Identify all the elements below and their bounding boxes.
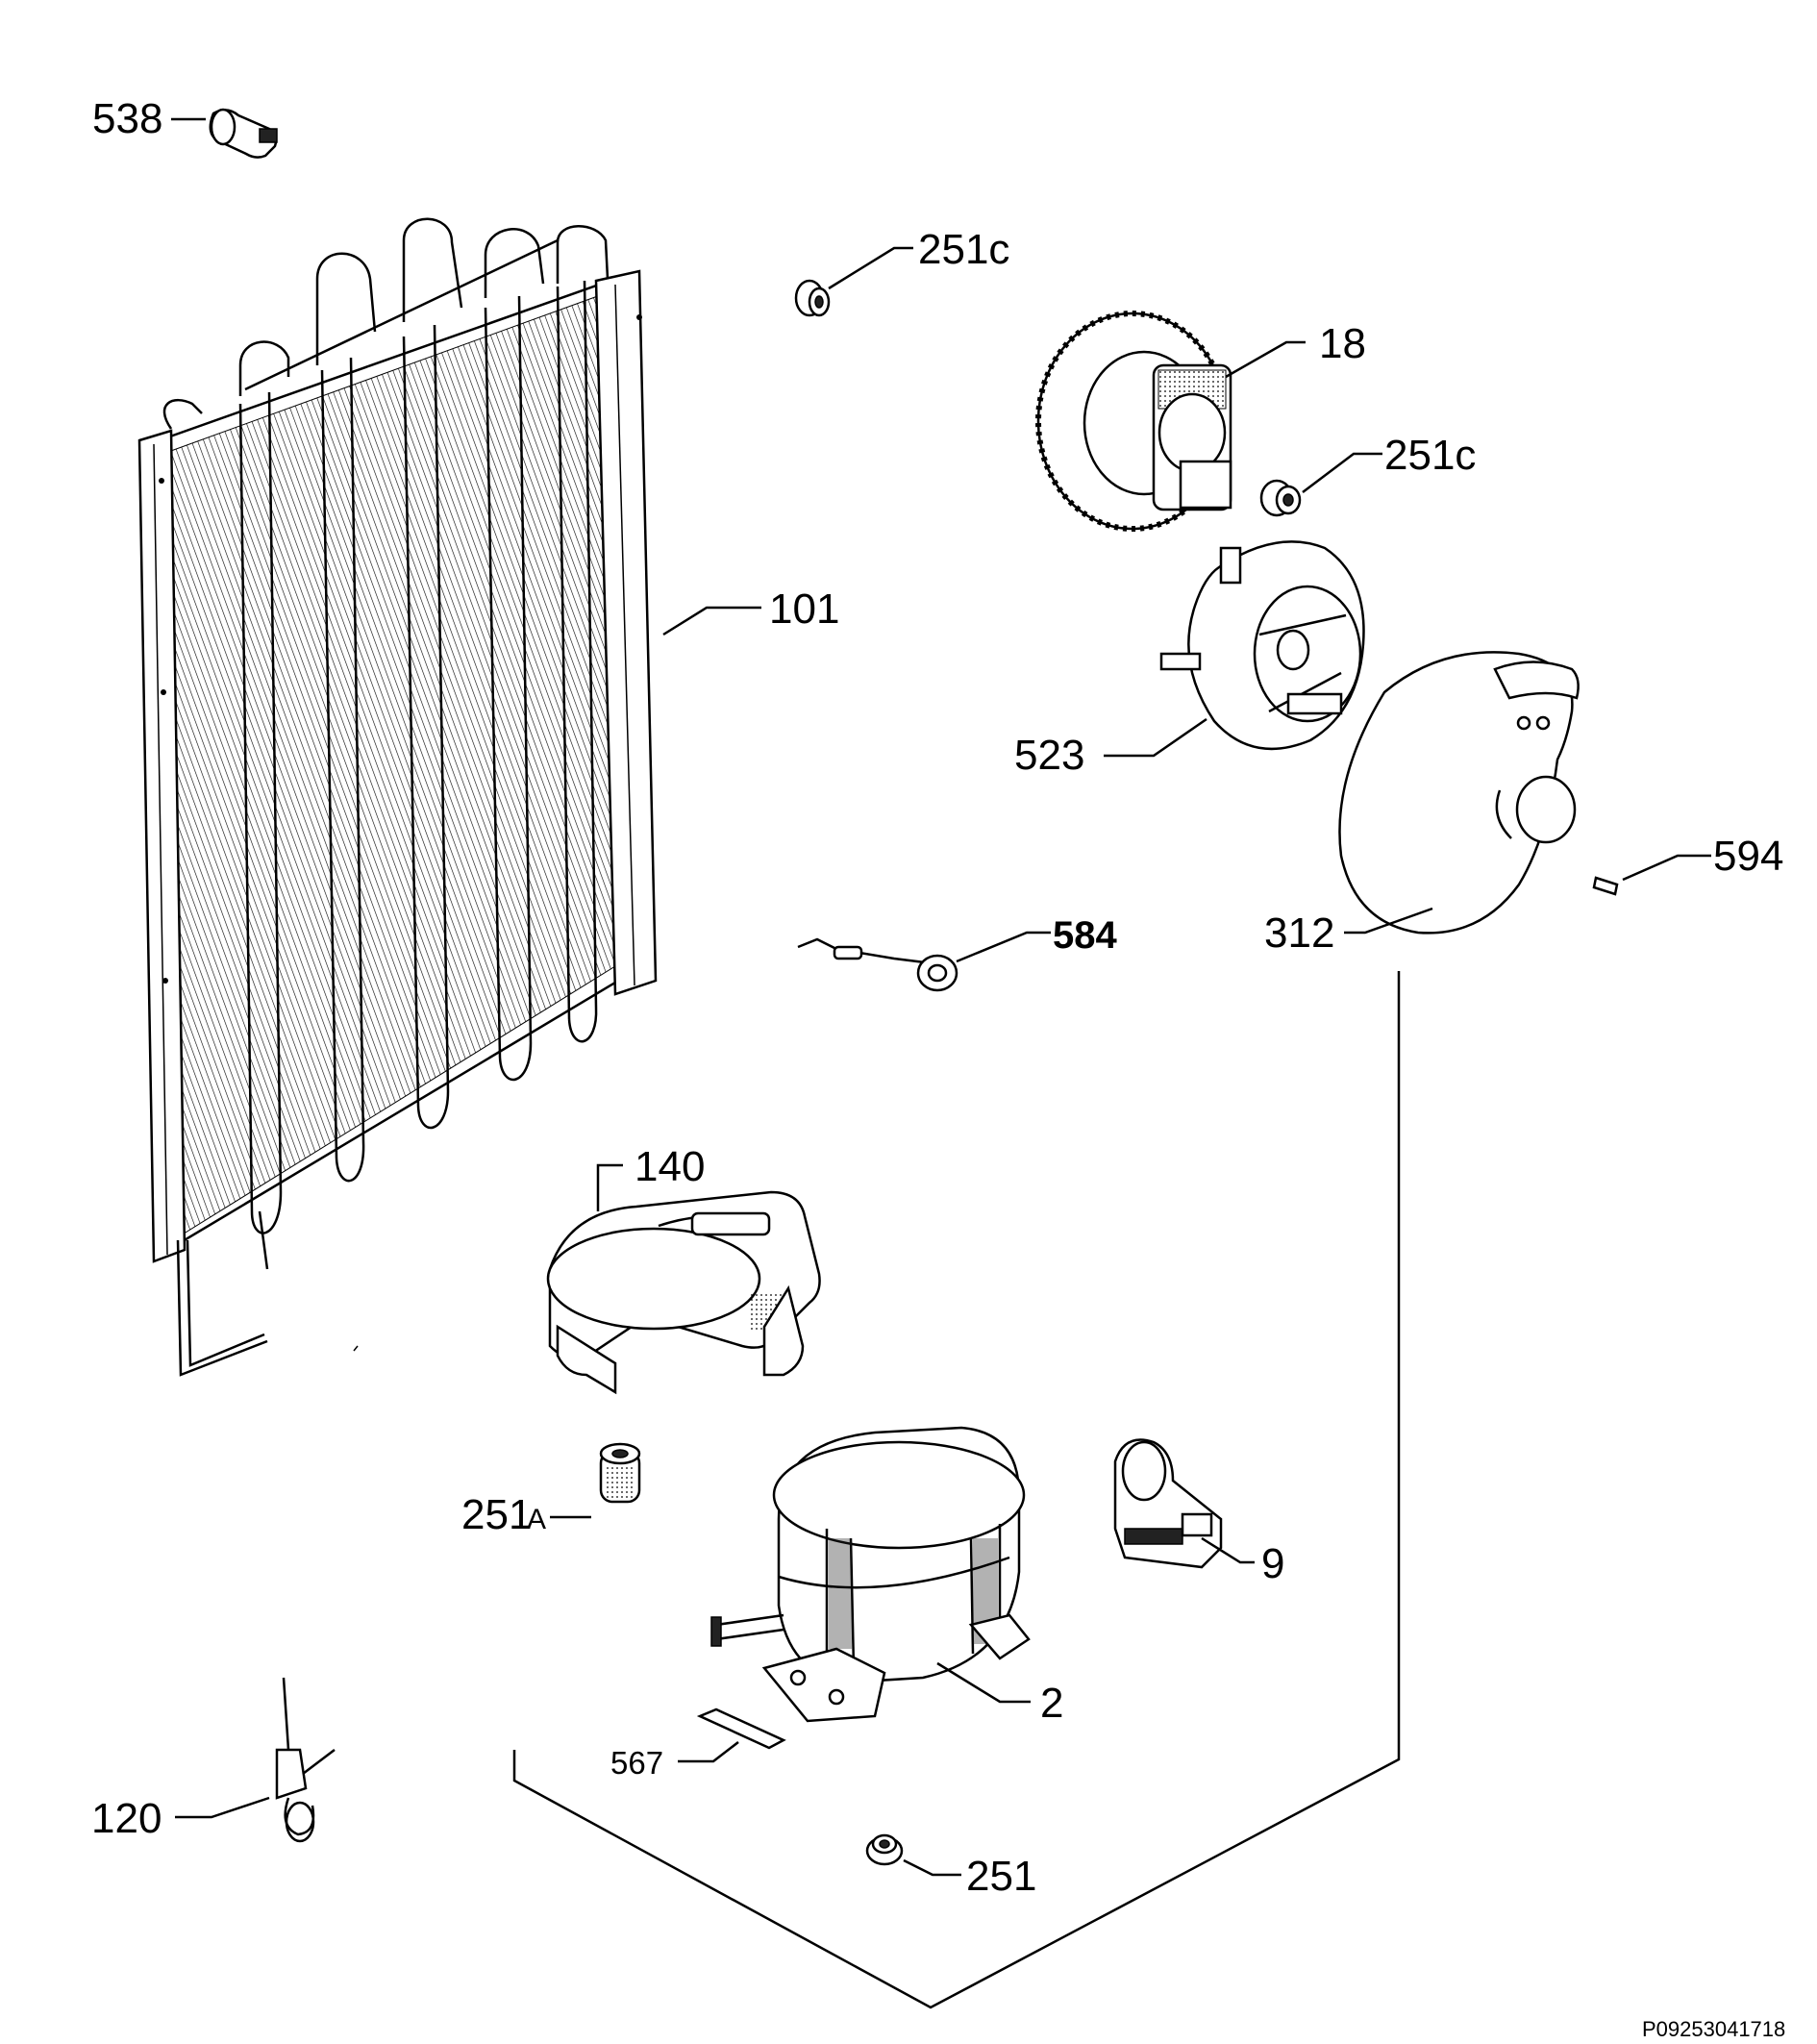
- callout-251c-mid-label: 251c: [1384, 432, 1476, 479]
- callout-584: 584: [956, 914, 1117, 963]
- part-312-fan-cover: [1338, 651, 1580, 935]
- callout-251c-top-label: 251c: [918, 226, 1009, 273]
- callout-9-label: 9: [1261, 1540, 1284, 1587]
- callout-101: 101: [662, 586, 839, 636]
- callout-18: 18: [1225, 320, 1366, 379]
- part-594-clip: [1592, 876, 1619, 896]
- callout-251-label: 251: [966, 1853, 1036, 1900]
- callout-120: 120: [91, 1795, 270, 1842]
- part-251c-grommet-top: [794, 279, 831, 317]
- part-140-drip-tray: [546, 1190, 821, 1395]
- callout-120-label: 120: [91, 1795, 162, 1842]
- callout-567: 567: [610, 1741, 739, 1781]
- callout-567-label: 567: [610, 1745, 663, 1781]
- callout-251c-top: 251c: [828, 226, 1009, 290]
- callout-538: 538: [92, 95, 206, 142]
- callout-594-label: 594: [1713, 833, 1783, 880]
- part-251c-grommet-mid: [1259, 479, 1302, 517]
- callout-251c-mid: 251c: [1302, 432, 1476, 493]
- part-18-fan-motor: [1035, 311, 1232, 532]
- part-584-sensor: [797, 937, 958, 992]
- part-101-condenser: [137, 217, 658, 1377]
- cabinet-base-outline: [512, 971, 1401, 2009]
- callout-2: 2: [936, 1661, 1063, 1727]
- part-538-clip: [209, 108, 278, 159]
- callout-312: 312: [1264, 907, 1433, 957]
- part-251-grommet: [865, 1833, 904, 1866]
- part-523-fan-shroud: [1159, 540, 1365, 751]
- callout-251A-suffix: A: [527, 1504, 546, 1535]
- callout-101-label: 101: [769, 586, 839, 633]
- callout-2-label: 2: [1040, 1680, 1063, 1727]
- part-251A-grommet: [599, 1442, 641, 1504]
- callout-594: 594: [1622, 833, 1783, 882]
- callout-523-label: 523: [1014, 732, 1084, 779]
- part-567-plate: [696, 1707, 786, 1750]
- part-2-compressor: [710, 1426, 1031, 1723]
- callout-140: 140: [596, 1143, 705, 1211]
- callout-312-label: 312: [1264, 910, 1334, 957]
- callout-584-label: 584: [1053, 914, 1117, 957]
- callout-18-label: 18: [1319, 320, 1366, 367]
- callout-251A-label: 251: [461, 1491, 532, 1538]
- callout-538-label: 538: [92, 95, 162, 142]
- reference-code: P09253041718: [1642, 2017, 1785, 2041]
- callout-251: 251: [903, 1853, 1036, 1900]
- stray-mark: [353, 1345, 359, 1352]
- part-120-filter: [275, 1677, 336, 1843]
- callout-251A: 251 A: [461, 1491, 591, 1538]
- callout-9: 9: [1201, 1536, 1284, 1587]
- part-9-relay: [1113, 1438, 1223, 1569]
- callout-523: 523: [1014, 717, 1207, 779]
- callout-140-label: 140: [635, 1143, 705, 1190]
